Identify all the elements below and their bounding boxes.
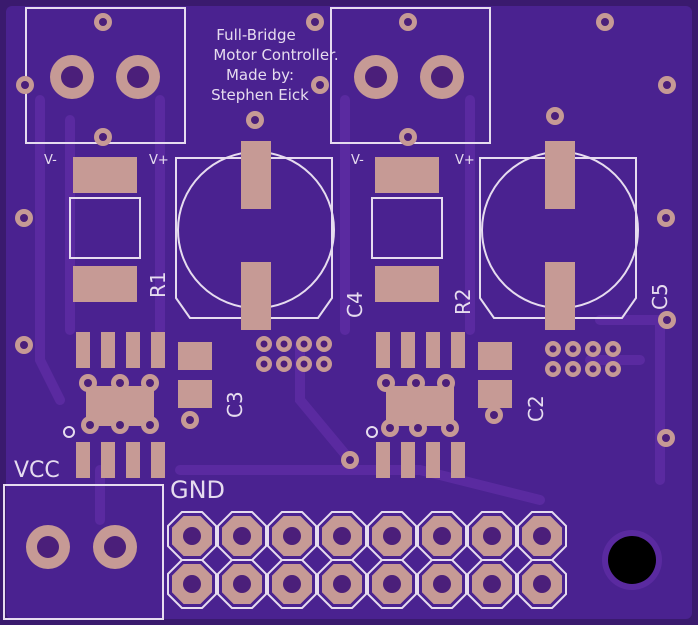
header-pin-hole	[433, 527, 451, 545]
label-r2: R2	[451, 288, 475, 315]
title-line-1: Full-Bridge	[216, 26, 295, 44]
header-pin-outline	[267, 559, 317, 609]
vcc-terminal-block	[3, 484, 164, 620]
label-vplus-left: V+	[149, 153, 169, 168]
label-c5: C5	[648, 283, 672, 310]
r2-pad-top	[375, 157, 439, 193]
title-line-3: Made by:	[226, 66, 294, 84]
c4-outline	[175, 157, 333, 319]
vcc-hole-1	[37, 536, 59, 558]
r1-pad-top	[73, 157, 137, 193]
r1-pad-bottom	[73, 266, 137, 302]
header-pin-outline	[517, 559, 567, 609]
header-pin-hole	[533, 575, 551, 593]
label-vminus-left: V-	[44, 153, 57, 168]
header-pin-hole	[333, 575, 351, 593]
c3-pad-top	[178, 342, 212, 370]
header-pin-outline	[217, 559, 267, 609]
label-c2: C2	[524, 395, 548, 422]
c2-pad-bottom	[478, 380, 512, 408]
c5-outline	[479, 157, 637, 319]
title-line-4: Stephen Eick	[211, 86, 309, 104]
header-pin-hole	[533, 527, 551, 545]
via-cluster-left	[256, 336, 332, 372]
label-gnd: GND	[170, 476, 225, 504]
title-line-2: Motor Controller.	[213, 46, 338, 64]
header-pin-hole	[233, 575, 251, 593]
terminal-hole-left-2	[127, 66, 149, 88]
header-pin-hole	[283, 575, 301, 593]
header-pin-hole	[483, 575, 501, 593]
c5-pad-top	[545, 141, 575, 209]
vcc-hole-2	[104, 536, 126, 558]
header-pin-outline	[417, 559, 467, 609]
r1-body-outline	[69, 197, 141, 259]
label-vplus-right: V+	[455, 153, 475, 168]
ic-left	[63, 332, 165, 478]
header-pin-hole	[483, 527, 501, 545]
header-pin-hole	[183, 527, 201, 545]
header-pin-hole	[233, 527, 251, 545]
header-pin-hole	[183, 575, 201, 593]
header-pin-outline	[167, 559, 217, 609]
terminal-hole-left-1	[61, 66, 83, 88]
board-title: Full-Bridge Motor Controller. Made by: S…	[211, 26, 339, 104]
c4-pad-top	[241, 141, 271, 209]
header-pin-hole	[383, 575, 401, 593]
r2-pad-bottom	[375, 266, 439, 302]
label-c3: C3	[223, 391, 247, 418]
c2-pad-top	[478, 342, 512, 370]
label-c4: C4	[343, 291, 367, 318]
terminal-hole-right-1	[365, 66, 387, 88]
label-r1: R1	[146, 271, 170, 298]
ic-right	[366, 332, 465, 478]
header-pin-hole	[283, 527, 301, 545]
header-pin-outline	[317, 559, 367, 609]
via-cluster-right	[545, 341, 621, 377]
c3-pad-bottom	[178, 380, 212, 408]
r2-body-outline	[371, 197, 443, 259]
vias	[15, 13, 676, 469]
terminal-hole-right-2	[431, 66, 453, 88]
mounting-hole	[608, 536, 656, 584]
header-pin-hole	[383, 527, 401, 545]
label-vminus-right: V-	[351, 153, 364, 168]
header-pin-outline	[467, 559, 517, 609]
label-vcc: VCC	[14, 458, 60, 483]
header-pin-hole	[333, 527, 351, 545]
pin-header	[167, 511, 567, 609]
header-pin-hole	[433, 575, 451, 593]
c5-pad-bottom	[545, 262, 575, 330]
c4-pad-bottom	[241, 262, 271, 330]
header-pin-outline	[367, 559, 417, 609]
